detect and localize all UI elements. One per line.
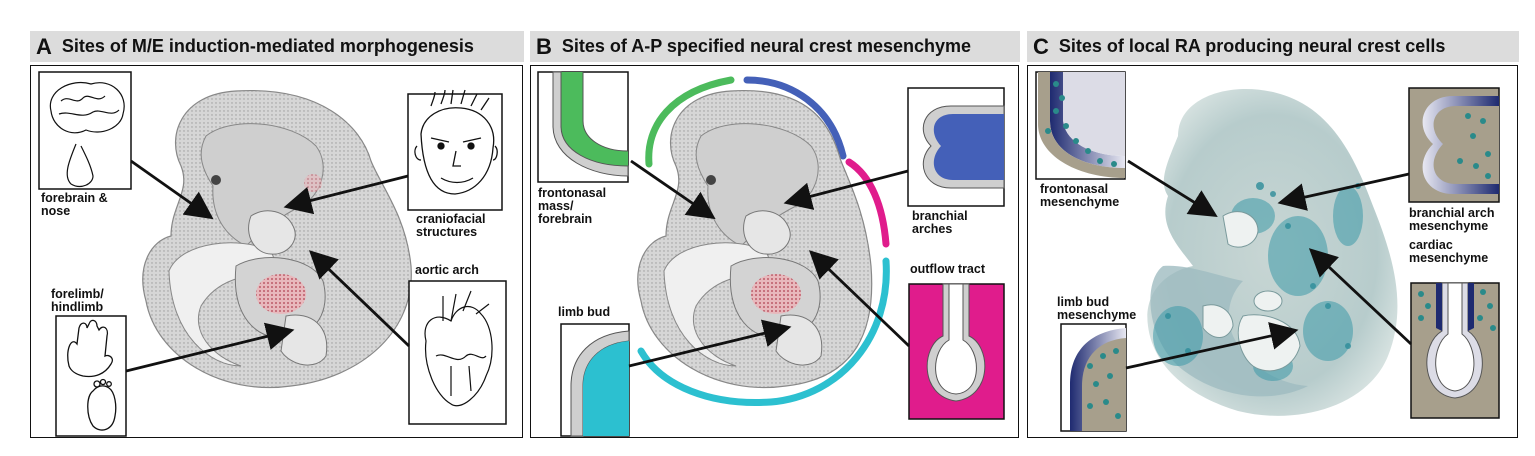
cardiac-mesenchyme-inset [1410,282,1500,419]
limb-bud-mesenchyme-inset [1060,323,1127,432]
heart-icon [424,290,493,407]
panel-a-title: Sites of M/E induction-mediated morphoge… [61,36,474,56]
hand-foot-icon [67,319,117,431]
label-forelimb-hindlimb: forelimb/hindlimb [51,287,104,314]
arrows-a [125,159,410,373]
label-limb-bud: limb bud [558,305,611,319]
embryo-photo [1147,88,1398,416]
outflow-inset [908,283,1005,420]
panel-c-title: Sites of local RA producing neural crest… [1058,36,1446,56]
panel-b-figure [537,71,1005,437]
panel-b-header: B Sites of A-P specified neural crest me… [530,31,1020,62]
label-aortic-arch: aortic arch [415,263,479,277]
panel-c-figure [1035,71,1500,432]
arrows-b [628,159,910,368]
face-icon [414,89,498,195]
branchial-inset [907,87,1005,207]
face-inset [407,93,503,211]
panel-a-header: A Sites of M/E induction-mediated morpho… [30,31,524,62]
neural-crest-bands [637,76,890,407]
arrows-c [1125,159,1412,370]
panel-a-figure [38,71,507,437]
frontonasal-mesenchyme-inset [1035,71,1126,180]
limb-bud-inset [560,323,630,437]
label-outflow-tract: outflow tract [910,262,985,276]
panel-b-title: Sites of A-P specified neural crest mese… [561,36,972,56]
panel-a-letter: A [36,33,52,59]
brain-icon [49,82,125,188]
panel-c-header: C Sites of local RA producing neural cre… [1027,31,1519,62]
panel-c-letter: C [1033,33,1049,59]
frontonasal-inset [537,71,629,183]
panel-b-letter: B [536,33,552,59]
branchial-mesenchyme-inset [1408,87,1500,203]
label-forebrain-nose: forebrain &nose [41,191,108,218]
embryo-a [142,89,412,389]
